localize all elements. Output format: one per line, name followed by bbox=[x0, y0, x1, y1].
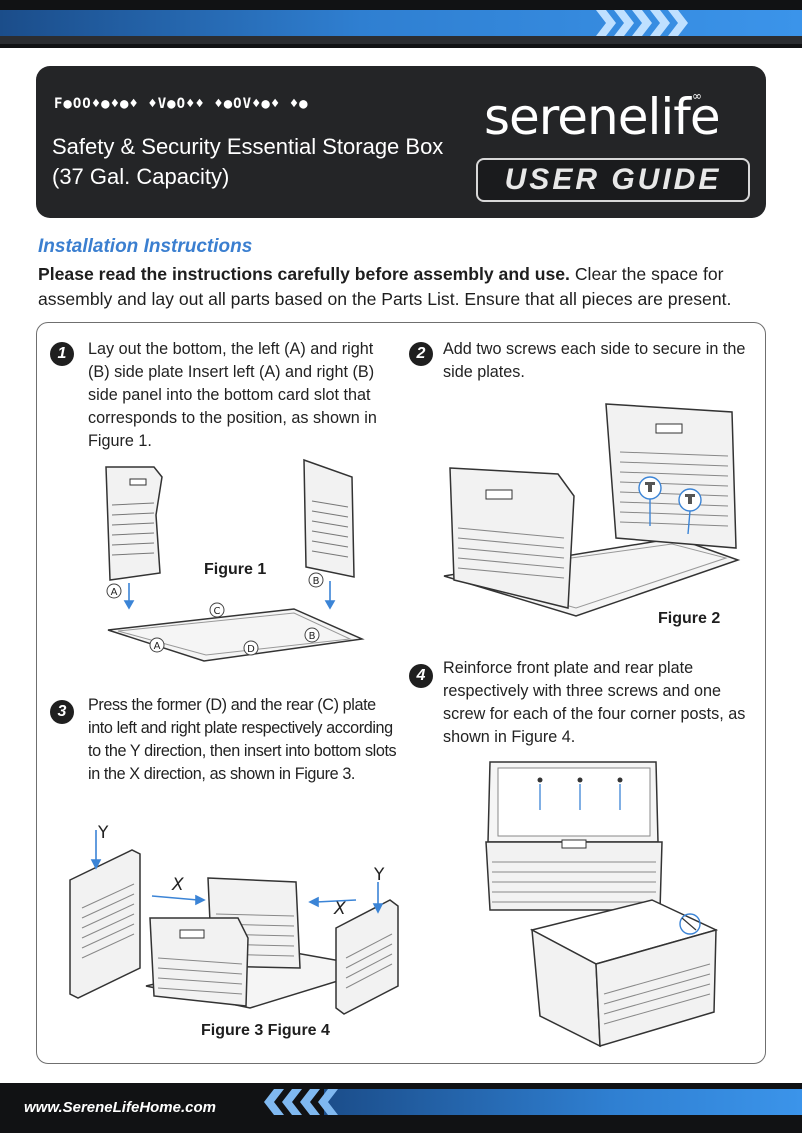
svg-text:B: B bbox=[313, 576, 320, 587]
intro-bold-text: Please read the instructions carefully b… bbox=[38, 264, 570, 284]
section-heading: Installation Instructions bbox=[38, 236, 253, 257]
step-4-number: 4 bbox=[409, 664, 433, 688]
product-code: F●OO♦●♦●♦ ♦V●O♦♦ ♦●OV♦●♦ ♦● bbox=[54, 96, 309, 112]
top-banner bbox=[0, 0, 802, 48]
svg-text:X: X bbox=[333, 899, 346, 919]
header-box: F●OO♦●♦●♦ ♦V●O♦♦ ♦●OV♦●♦ ♦● Safety & Sec… bbox=[36, 66, 766, 218]
user-guide-badge: USER GUIDE bbox=[476, 158, 750, 202]
figure-3-4-label: Figure 3 Figure 4 bbox=[201, 1022, 330, 1039]
step-1-text: Lay out the bottom, the left (A) and rig… bbox=[88, 340, 377, 450]
figure-2-illustration bbox=[443, 403, 741, 617]
footer-blue-stripe bbox=[324, 1089, 802, 1115]
figure-1-label: Figure 1 bbox=[204, 561, 267, 578]
svg-text:A: A bbox=[154, 641, 161, 652]
svg-text:Y: Y bbox=[373, 865, 385, 885]
serenelife-logo: serenelife ∞ bbox=[484, 88, 721, 146]
instructions-box bbox=[36, 322, 766, 1064]
svg-text:∞: ∞ bbox=[692, 89, 702, 103]
figure-2-label: Figure 2 bbox=[658, 610, 721, 627]
bottom-tray bbox=[107, 608, 365, 662]
step-4-text: Reinforce front plate and rear plate res… bbox=[443, 659, 746, 746]
top-grey-stripe bbox=[0, 36, 802, 44]
svg-text:A: A bbox=[111, 587, 118, 598]
footer-banner: www.SereneLifeHome.com bbox=[0, 1083, 802, 1133]
product-title: Safety & Security Essential Storage Box … bbox=[52, 134, 444, 189]
svg-text:B: B bbox=[309, 631, 316, 642]
figure-3-illustration: Y Y X X bbox=[69, 823, 399, 1015]
figure-4-illustration bbox=[485, 761, 719, 1048]
footer-website-url[interactable]: www.SereneLifeHome.com bbox=[24, 1099, 216, 1116]
svg-text:serenelife: serenelife bbox=[484, 88, 720, 146]
svg-text:D: D bbox=[247, 644, 255, 655]
intro-rest-text: Clear the space for assembly and lay out… bbox=[38, 264, 732, 309]
chevrons-left-icon bbox=[264, 1089, 338, 1115]
chevrons-right-icon bbox=[596, 10, 688, 36]
step-2-text: Add two screws each side to secure in th… bbox=[443, 340, 746, 381]
svg-text:C: C bbox=[214, 606, 221, 617]
step-3-number: 3 bbox=[50, 700, 74, 724]
intro-paragraph: Please read the instructions carefully b… bbox=[38, 262, 772, 312]
right-panel-b bbox=[303, 458, 355, 578]
step-2-number: 2 bbox=[409, 342, 433, 366]
figure-1-illustration: A B C A D B bbox=[105, 458, 365, 662]
svg-text:X: X bbox=[171, 875, 184, 895]
svg-text:Y: Y bbox=[97, 823, 109, 843]
step-3-text: Press the former (D) and the rear (C) pl… bbox=[88, 696, 397, 783]
user-guide-label: USER GUIDE bbox=[504, 163, 722, 196]
step-1-number: 1 bbox=[50, 342, 74, 366]
